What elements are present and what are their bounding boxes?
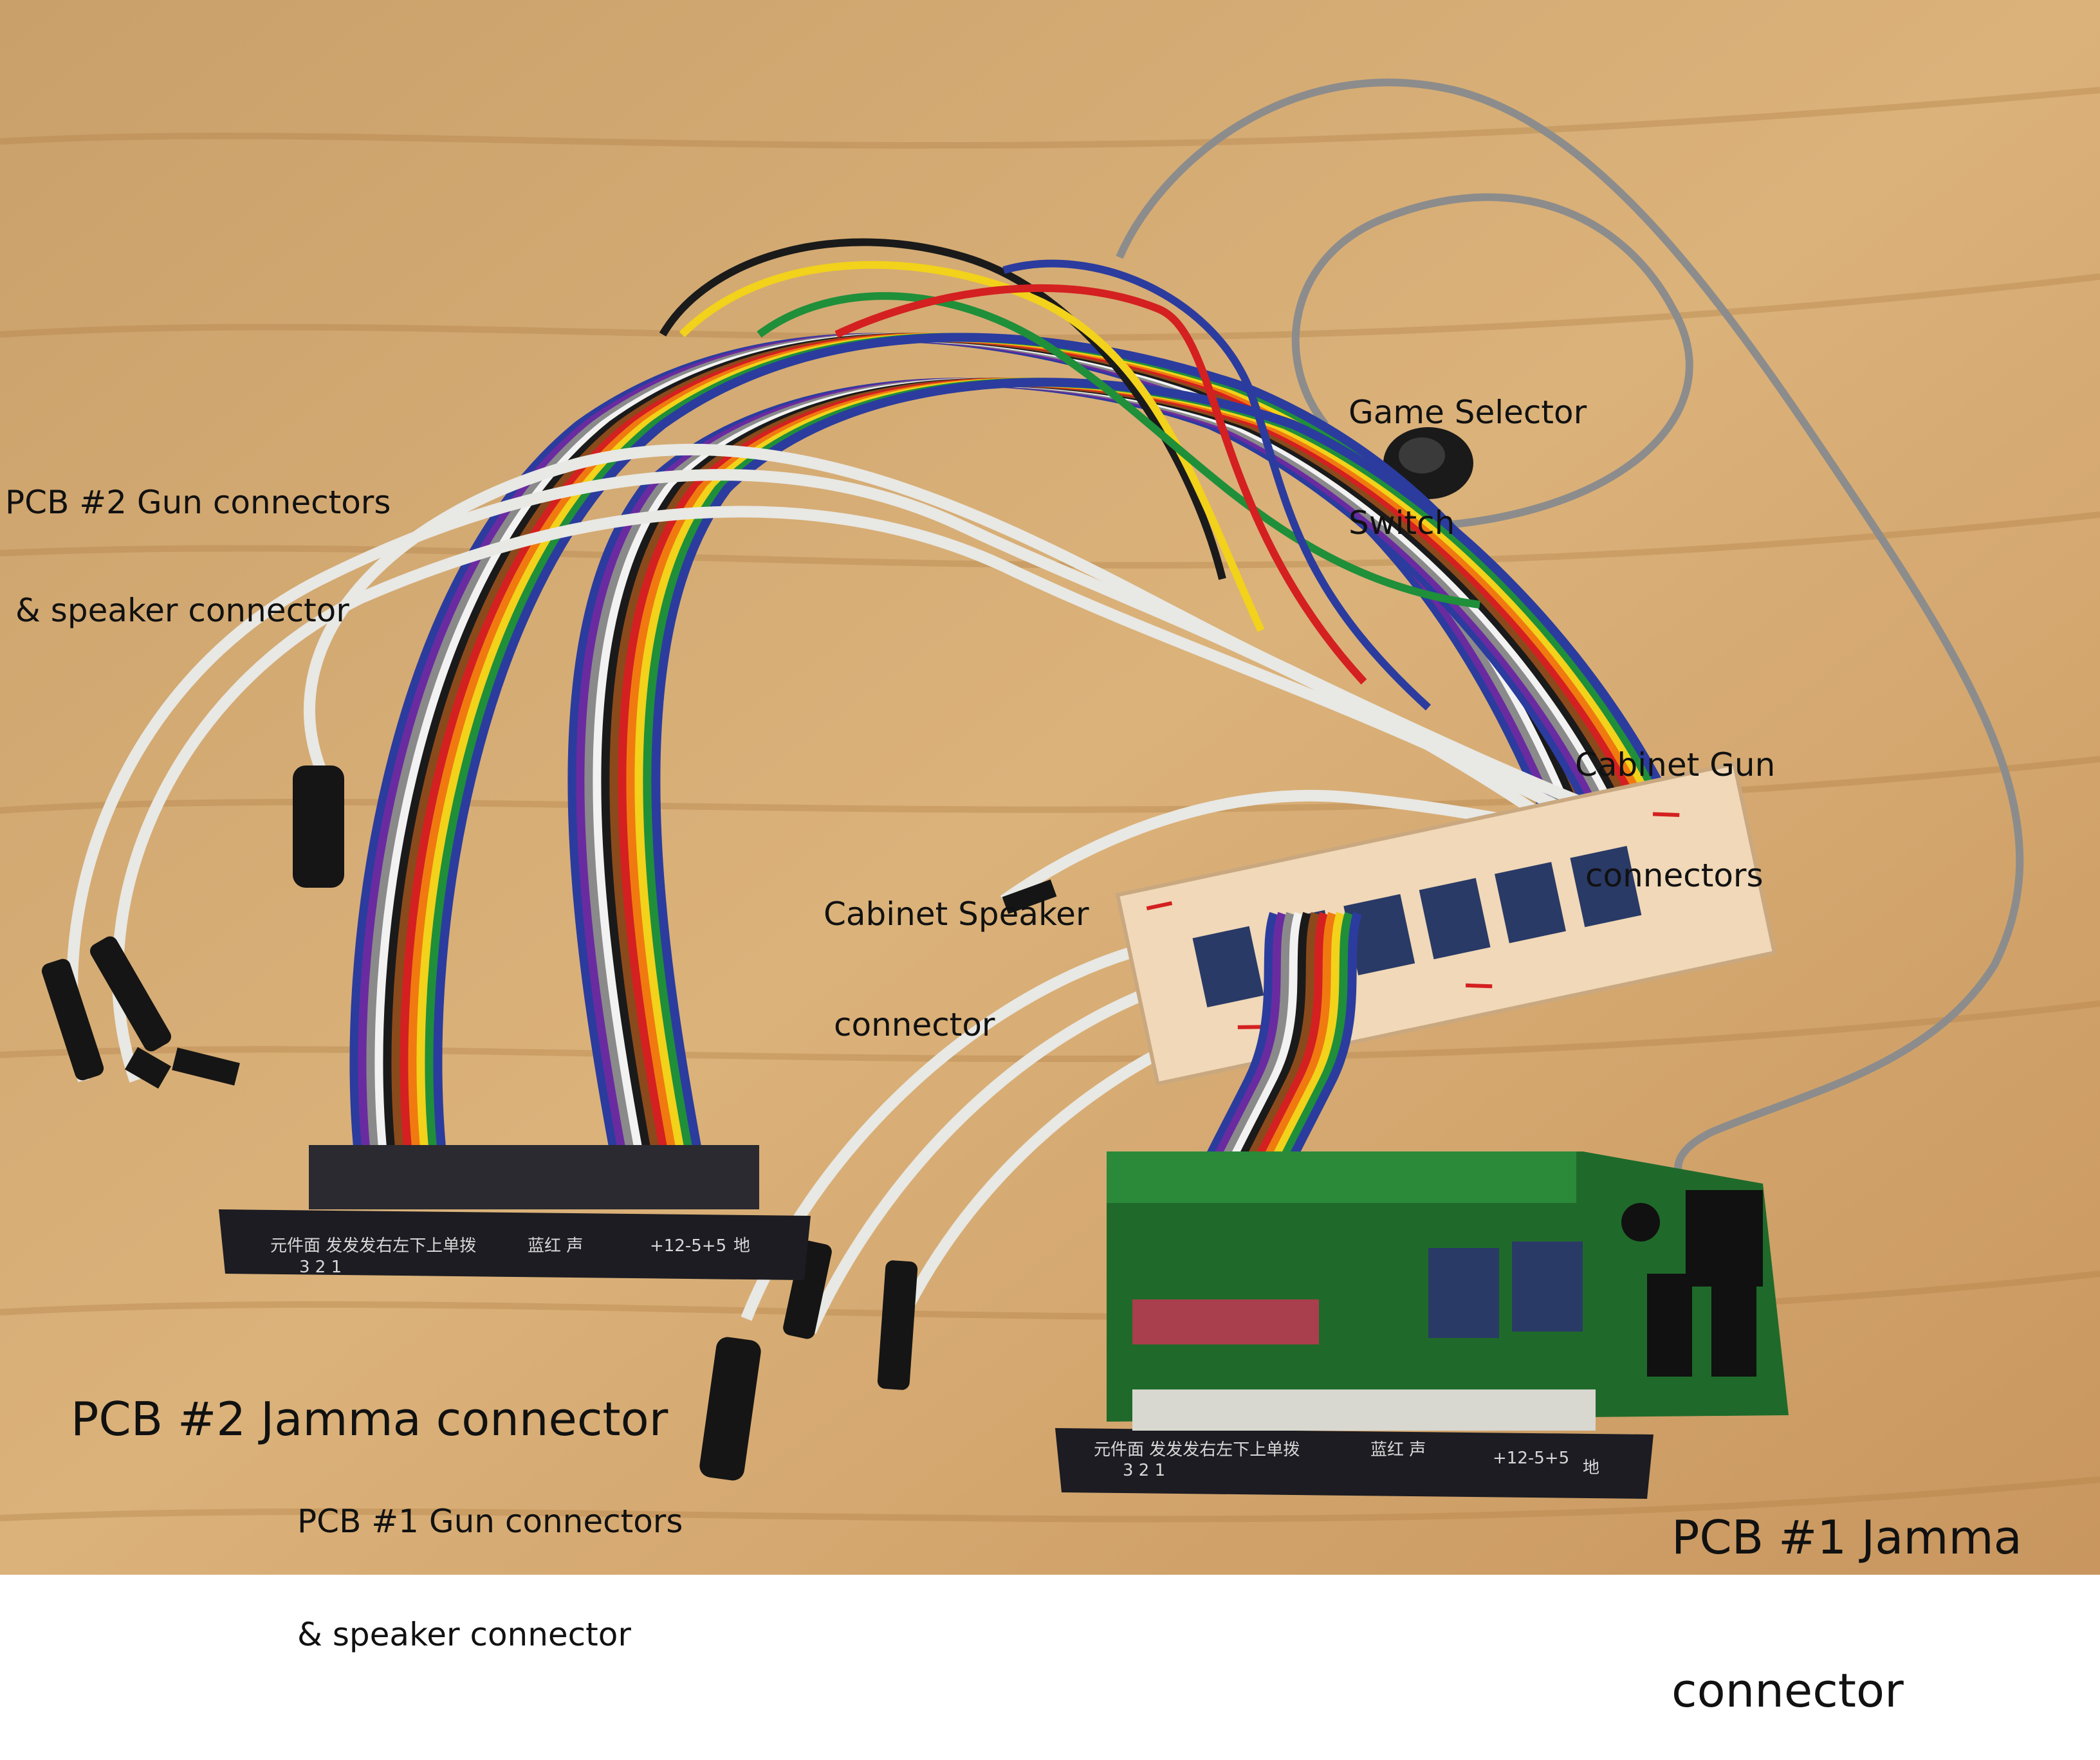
connector-print-pcb1: 元件面 发发发右左下上单拨 3 2 1 蓝红 声 +12-5+5 地 [1094,1440,1599,1480]
label-pcb1-jamma-line2: connector [1672,1664,1904,1718]
label-cabinet-gun-line1: Cabinet Gun [1575,746,1776,784]
label-pcb2-gun-line1: PCB #2 Gun connectors [5,484,391,521]
pcb1-jamma-connector [1055,1389,1653,1499]
pcb2-print-middle: 蓝红 声 [528,1236,583,1256]
label-pcb2-gun-line2: & speaker connector [5,592,349,629]
label-pcb1-gun-connectors: PCB #1 Gun connectors & speaker connecto… [297,1441,683,1683]
gun-connector-plugs-pcb2 [41,765,344,1089]
label-pcb2-jamma: PCB #2 Jamma connector [71,1392,668,1446]
label-cabinet-speaker-connector: Cabinet Speaker connector [824,834,1089,1073]
label-pcb2-jamma-connector: PCB #2 Jamma connector [71,1303,668,1489]
pcb2-print-power: +12-5+5 [650,1236,726,1256]
label-pcb1-gun-line1: PCB #1 Gun connectors [297,1503,683,1540]
pcb2-jamma-connector [219,1145,811,1280]
pcb1-print-ground: 地 [1583,1458,1599,1478]
label-cabinet-gun-line2: connectors [1585,857,1764,894]
label-game-selector-switch: Game Selector Switch [1349,332,1587,571]
pcb2-print-left: 元件面 发发发右左下上单拨 [270,1236,476,1256]
pcb1-print-numbers: 3 2 1 [1123,1461,1165,1480]
photo-scene: 元件面 发发发右左下上单拨 3 2 1 蓝红 声 +12-5+5 地 元件面 发… [0,0,2100,1575]
label-game-selector-line2: Switch [1349,504,1455,542]
pcb1-adapter-board [1107,1151,1789,1422]
label-pcb2-gun-connectors: PCB #2 Gun connectors & speaker connecto… [5,422,391,659]
pcb2-print-ground: 地 [733,1236,750,1256]
label-cabinet-speaker-line2: connector [834,1006,995,1043]
gun-connector-plugs-pcb1 [699,1240,918,1481]
loose-wires [659,238,1480,711]
label-cabinet-speaker-line1: Cabinet Speaker [824,895,1089,933]
gray-wire [1116,78,2024,1193]
connector-print-pcb2: 元件面 发发发右左下上单拨 3 2 1 蓝红 声 +12-5+5 地 [270,1236,750,1277]
pcb1-print-power: +12-5+5 [1493,1449,1569,1468]
label-pcb1-jamma-line1: PCB #1 Jamma [1672,1510,2022,1564]
label-cabinet-gun-connectors: Cabinet Gun connectors [1575,684,1775,924]
label-game-selector-line1: Game Selector [1349,394,1587,431]
label-pcb1-jamma-connector: PCB #1 Jamma connector [1672,1422,2022,1760]
pcb2-print-numbers: 3 2 1 [299,1258,342,1277]
ribbon-wire [651,378,1684,1172]
speaker-plug [1002,879,1057,914]
pcb1-print-left: 元件面 发发发右左下上单拨 [1094,1440,1300,1460]
ribbon-cable-right [567,378,1684,1172]
pcb1-print-middle: 蓝红 声 [1370,1440,1426,1460]
label-pcb1-gun-line2: & speaker connector [297,1616,631,1653]
